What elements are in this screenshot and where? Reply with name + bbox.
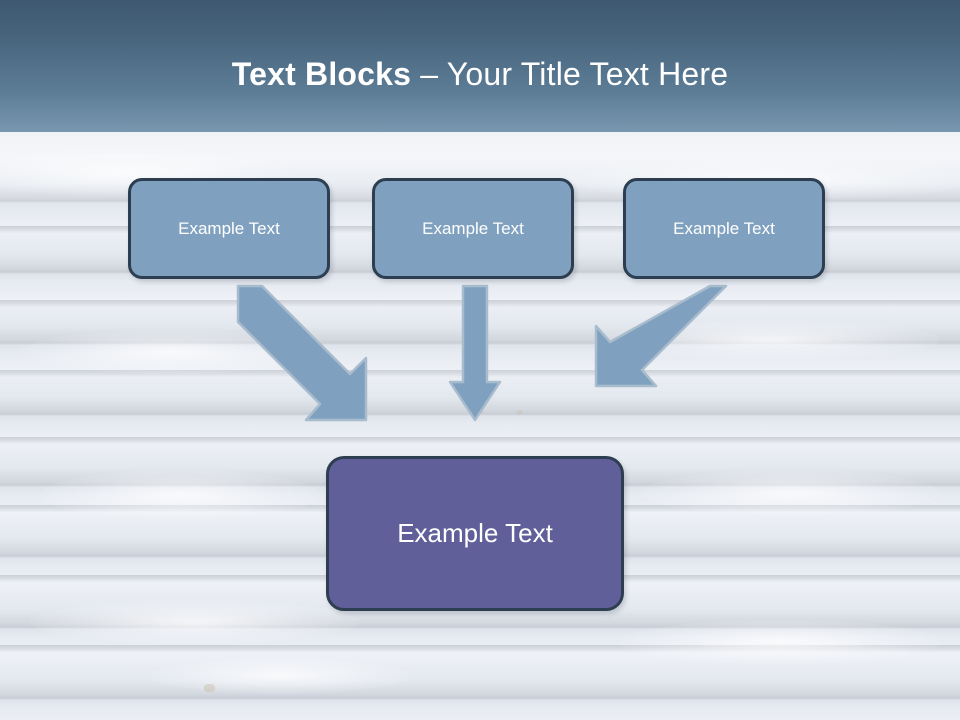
wood-highlight	[30, 600, 360, 644]
plank-seam	[0, 645, 960, 652]
plank-seam	[0, 437, 960, 444]
page-title-bold: Text Blocks	[231, 56, 421, 92]
text-block-result[interactable]: Example Text	[326, 456, 624, 611]
wood-highlight	[640, 470, 940, 516]
page-title-light: Your Title Text Here	[446, 56, 729, 92]
text-block-3[interactable]: Example Text	[623, 178, 825, 279]
wood-fleck	[204, 684, 215, 692]
plank-seam	[0, 300, 960, 307]
wood-highlight	[40, 470, 320, 520]
text-block-3-label: Example Text	[673, 218, 775, 238]
wood-fleck	[474, 408, 483, 414]
wood-highlight	[20, 330, 320, 374]
text-block-2-label: Example Text	[422, 218, 524, 238]
page-title: Text Blocks – Your Title Text Here	[60, 52, 900, 96]
text-block-1[interactable]: Example Text	[128, 178, 330, 279]
wood-highlight	[620, 620, 940, 664]
page-title-dash: –	[420, 56, 447, 92]
wood-fleck	[516, 410, 523, 415]
wood-highlight	[150, 658, 410, 694]
wood-highlight	[600, 320, 940, 360]
text-block-2[interactable]: Example Text	[372, 178, 574, 279]
text-block-1-label: Example Text	[178, 218, 280, 238]
text-block-result-label: Example Text	[397, 518, 553, 548]
